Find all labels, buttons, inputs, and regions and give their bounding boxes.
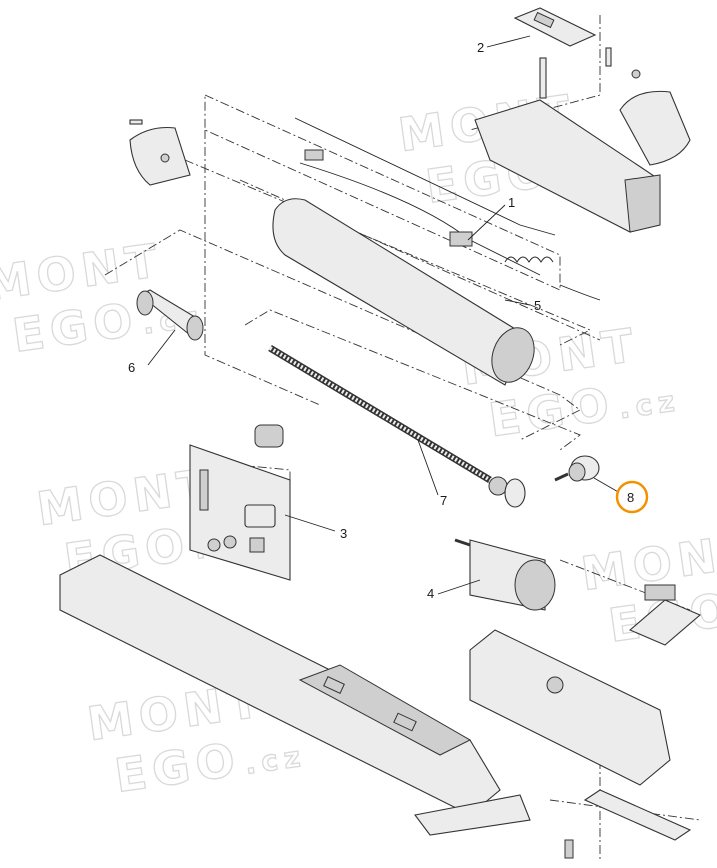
watermark-suffix: .cz	[243, 740, 309, 781]
assembly-guides	[104, 15, 701, 860]
left-end-cap[interactable]	[129, 119, 191, 186]
bottom-rail-plate[interactable]	[564, 789, 692, 859]
watermark-suffix: .cz	[617, 384, 683, 425]
main-actuator-body[interactable]	[59, 554, 531, 836]
part-label-2: 2	[477, 40, 484, 55]
highlight-ring	[615, 480, 649, 514]
part-2-cover-plate[interactable]	[513, 7, 612, 99]
part-4-motor[interactable]	[454, 538, 556, 611]
part-7-lead-screw[interactable]	[268, 344, 526, 508]
part-label-6: 6	[128, 360, 135, 375]
part-label-5: 5	[534, 298, 541, 313]
highlight-callout-8[interactable]: 8	[615, 480, 649, 514]
part-label-8: 8	[627, 490, 634, 505]
part-label-7: 7	[440, 493, 447, 508]
part-labels: 2 1 5 6 3 4 7	[128, 40, 541, 601]
terminal-block[interactable]	[628, 584, 702, 646]
part-label-1: 1	[508, 195, 515, 210]
part-label-3: 3	[340, 526, 347, 541]
part-3-bracket[interactable]	[189, 424, 291, 581]
part-8-gear[interactable]	[554, 455, 600, 482]
watermark-1: MONT EGO .cz	[0, 232, 207, 363]
leader-lines	[147, 35, 621, 595]
part-6-bushing[interactable]	[136, 289, 204, 341]
part-1-cable[interactable]	[294, 117, 601, 301]
top-housing[interactable]	[474, 69, 691, 233]
part-label-4: 4	[427, 586, 434, 601]
part-5-housing-tube[interactable]	[272, 198, 541, 388]
lower-gear-housing[interactable]	[469, 629, 671, 786]
